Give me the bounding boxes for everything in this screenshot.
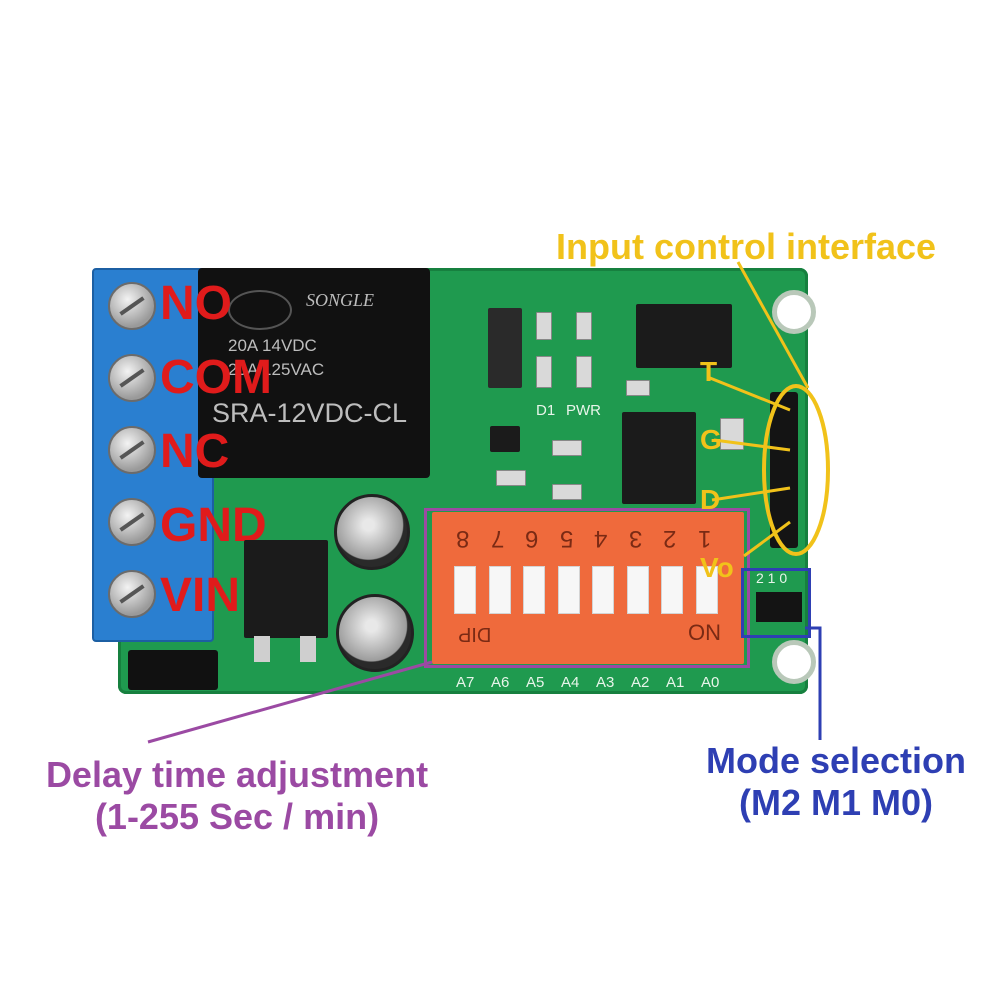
dip-toggle[interactable] xyxy=(626,566,649,614)
dip-toggle[interactable] xyxy=(695,566,718,614)
smd-resistor xyxy=(626,380,650,396)
smd-resistor xyxy=(576,312,592,340)
terminal-label-no: NO xyxy=(160,277,232,330)
smd-capacitor xyxy=(552,440,582,456)
smd-resistor xyxy=(536,312,552,340)
dip-address-label: A0 xyxy=(701,674,720,691)
relay-rating-2: 20A 125VAC xyxy=(228,360,325,379)
delay-annotation-line1: Delay time adjustment xyxy=(45,754,429,795)
input-ellipse xyxy=(762,384,830,556)
screw-terminal xyxy=(108,354,156,402)
microcontroller-chip xyxy=(622,412,696,504)
electrolytic-capacitor xyxy=(336,594,414,672)
dip-address-label: A6 xyxy=(491,674,510,691)
terminal-label-com: COM xyxy=(160,351,272,404)
silk-pwr: PWR xyxy=(566,402,601,419)
screw-terminal xyxy=(108,570,156,618)
dip-toggle[interactable] xyxy=(523,566,545,614)
terminal-block xyxy=(92,268,214,642)
delay-pointer-line xyxy=(147,660,433,744)
jumper-connector xyxy=(128,650,218,690)
dip-address-label: A3 xyxy=(596,674,615,691)
smd-resistor xyxy=(720,418,744,450)
mode-header-label: 2 1 0 xyxy=(756,570,788,586)
pin-label-t: T xyxy=(700,356,718,387)
screw-terminal xyxy=(108,426,156,474)
relay-logo xyxy=(228,290,292,330)
dip-address-label: A5 xyxy=(526,674,545,691)
silk-d1: D1 xyxy=(536,402,556,419)
dip-on-label: ON xyxy=(688,620,721,645)
relay: SONGLE 20A 14VDC 20A 125VAC SRA-12VDC-CL xyxy=(198,268,430,478)
pin-t-line xyxy=(709,376,791,412)
input-header xyxy=(770,392,798,548)
dip-toggle[interactable] xyxy=(592,566,614,614)
screw-terminal xyxy=(108,282,156,330)
regulator-pin xyxy=(300,636,316,662)
screw-terminal xyxy=(108,498,156,546)
mode-annotation-line1: Mode selection xyxy=(705,740,967,781)
dip-toggle[interactable] xyxy=(488,566,511,614)
relay-brand: SONGLE xyxy=(306,290,375,310)
mounting-hole xyxy=(772,640,816,684)
pin-vo-line xyxy=(743,520,791,558)
delay-annotation-line2: (1-255 Sec / min) xyxy=(94,796,380,837)
dip-toggle[interactable] xyxy=(557,566,580,614)
dip-address-label: A1 xyxy=(666,674,685,691)
terminal-label-nc: NC xyxy=(160,425,230,478)
mode-header xyxy=(756,592,802,622)
voltage-regulator xyxy=(244,540,328,638)
pin-d-line xyxy=(711,486,791,502)
electrolytic-capacitor xyxy=(334,494,410,570)
mode-pointer-line xyxy=(805,626,822,740)
regulator-pin xyxy=(254,636,270,662)
smd-capacitor xyxy=(552,484,582,500)
led-d1 xyxy=(536,356,552,388)
dip-address-label: A4 xyxy=(561,674,580,691)
mounting-hole xyxy=(772,290,816,334)
dip-switch xyxy=(432,512,744,664)
relay-rating-1: 20A 14VDC xyxy=(228,336,317,355)
input-pointer-line xyxy=(736,261,810,389)
pin-label-g: G xyxy=(700,424,722,455)
mode-annotation-line2: (M2 M1 M0) xyxy=(738,782,933,823)
dip-address-label: A7 xyxy=(456,674,475,691)
smd-resistor xyxy=(496,470,526,486)
transistor xyxy=(490,426,520,452)
led-pwr xyxy=(576,356,592,388)
terminal-label-vin: VIN xyxy=(160,569,241,622)
pin-g-line xyxy=(713,438,791,452)
optocoupler xyxy=(636,304,732,368)
input-control-annotation: Input control interface xyxy=(556,226,937,267)
relay-model: SRA-12VDC-CL xyxy=(212,398,408,428)
diode xyxy=(488,308,522,388)
delay-highlight-box xyxy=(424,508,750,668)
pin-label-vo: Vo xyxy=(700,552,734,583)
pin-label-d: D xyxy=(700,484,721,515)
dip-address-label: A2 xyxy=(631,674,650,691)
dip-toggle[interactable] xyxy=(454,566,476,614)
dip-toggle[interactable] xyxy=(661,566,683,614)
mode-highlight-box xyxy=(741,568,811,638)
